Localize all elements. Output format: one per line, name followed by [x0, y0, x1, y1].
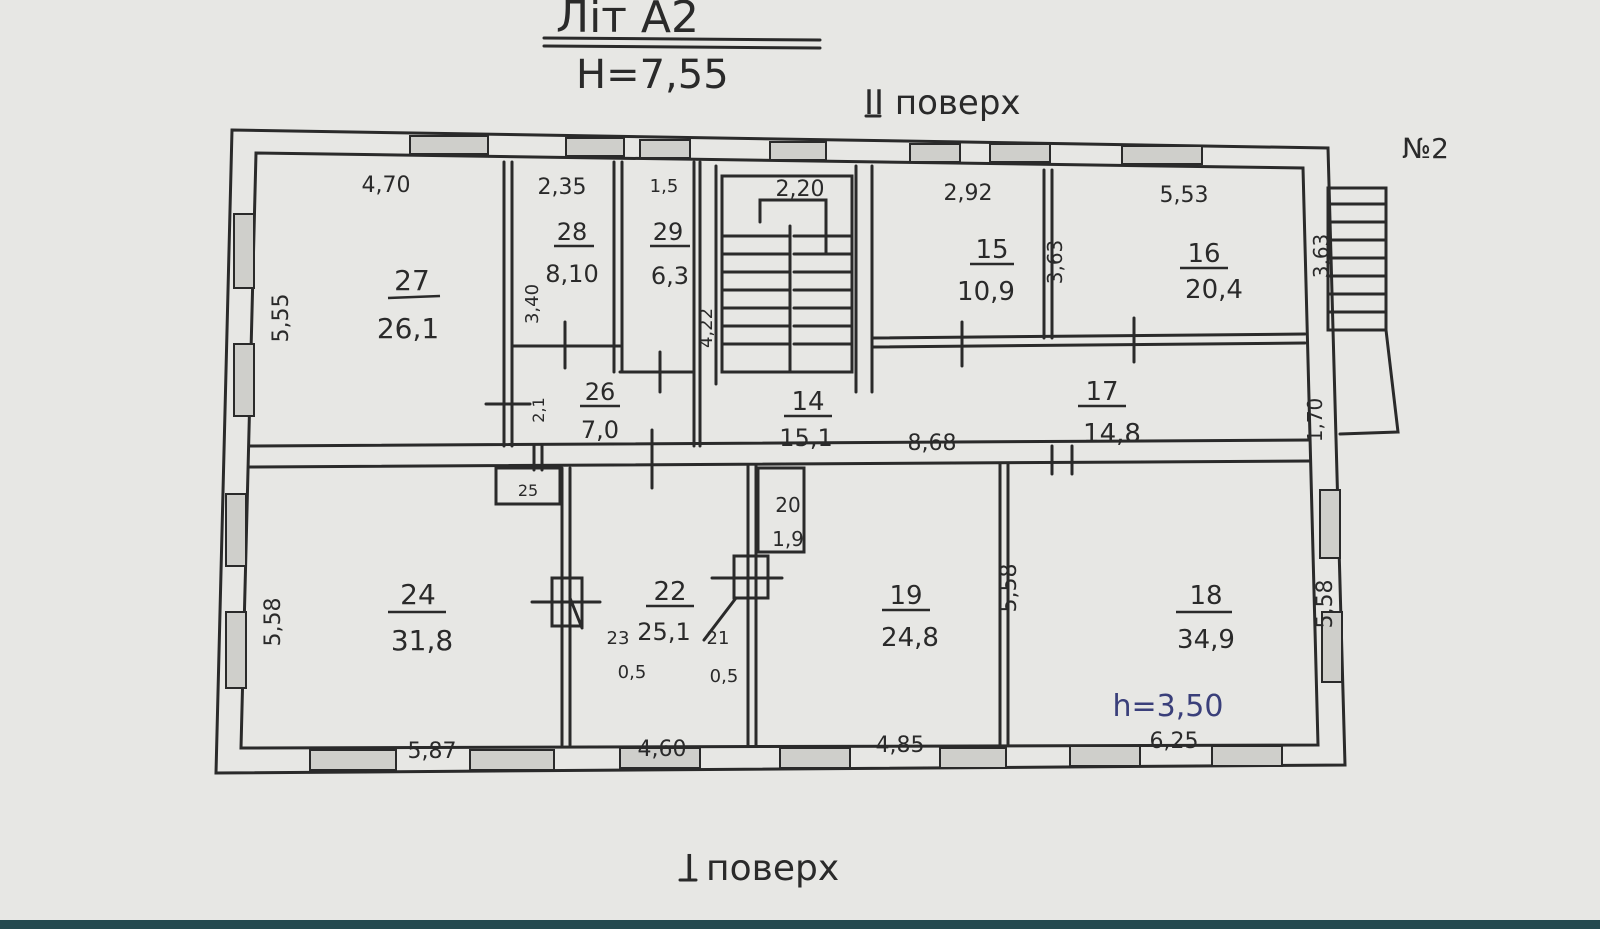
wall — [248, 459, 1312, 469]
dimension: 6,25 — [1150, 729, 1199, 754]
room-number: 22 — [653, 577, 686, 607]
room-number: 21 — [707, 628, 730, 649]
room-area: 26,1 — [377, 312, 439, 345]
room-number: 19 — [889, 581, 922, 611]
dimension: 3,63 — [1309, 234, 1333, 279]
dimension: 2,92 — [944, 181, 993, 206]
room-number: 14 — [791, 387, 824, 417]
room-number: 27 — [394, 264, 430, 297]
dimension: 4,22 — [696, 308, 717, 348]
room-number: 20 — [775, 493, 800, 517]
staircase — [720, 174, 854, 374]
lower-floor-label: I поверх — [684, 848, 839, 889]
room-area: 14,8 — [1083, 419, 1141, 449]
room-area: 1,9 — [772, 527, 804, 551]
dimension: 2,35 — [538, 175, 587, 200]
dimension: 5,58 — [997, 564, 1022, 613]
dimension: 4,60 — [638, 737, 687, 762]
dimension: 5,55 — [269, 294, 294, 343]
room-area: 24,8 — [881, 623, 939, 653]
room-area: 15,1 — [779, 424, 832, 452]
room-area: 6,3 — [651, 262, 689, 290]
dimension: 5,58 — [261, 598, 286, 647]
ceiling-height: h=3,50 — [1113, 689, 1224, 724]
room-number: 17 — [1085, 377, 1118, 407]
room-number: 25 — [518, 481, 538, 500]
dimension: 1,5 — [650, 176, 679, 197]
dimension: 3,63 — [1043, 240, 1067, 285]
room-area: 34,9 — [1177, 625, 1235, 655]
dimension: 5,87 — [408, 739, 457, 764]
room-number: 16 — [1187, 239, 1220, 269]
building-height: Н=7,55 — [576, 52, 729, 98]
outer-wall — [214, 128, 1347, 775]
upper-floor-label: II поверх — [864, 83, 1021, 123]
room-area: 25,1 — [637, 618, 690, 646]
room-number: 18 — [1189, 581, 1222, 611]
bottom-bar — [0, 920, 1600, 929]
dimension: 8,68 — [908, 431, 957, 456]
dimension: 4,85 — [876, 733, 925, 758]
dimension: 4,70 — [362, 173, 411, 198]
room-number: 23 — [607, 628, 630, 649]
room-area: 7,0 — [581, 416, 619, 444]
corner-mark: №2 — [1402, 132, 1449, 165]
dimension: 3,40 — [522, 284, 543, 324]
dimension: 1,70 — [1303, 398, 1327, 443]
room-number: 15 — [975, 235, 1008, 265]
room-number: 24 — [400, 578, 436, 611]
room-area: 0,5 — [710, 666, 739, 687]
lit-label: Літ А2 — [556, 0, 699, 43]
dimension: 2,20 — [776, 177, 825, 202]
room-number: 29 — [653, 218, 684, 246]
room-area: 8,10 — [545, 260, 598, 288]
room-number: 26 — [585, 378, 616, 406]
wall — [248, 438, 1312, 448]
room-area: 0,5 — [618, 662, 647, 683]
room-area: 10,9 — [957, 277, 1015, 307]
windows — [225, 135, 1343, 771]
dimension: 5,58 — [1313, 580, 1338, 629]
room-number: 28 — [557, 218, 588, 246]
room-area: 31,8 — [391, 624, 453, 657]
room-area: 20,4 — [1185, 275, 1243, 305]
dimension: 5,53 — [1160, 183, 1209, 208]
dimension: 2,1 — [529, 397, 548, 422]
